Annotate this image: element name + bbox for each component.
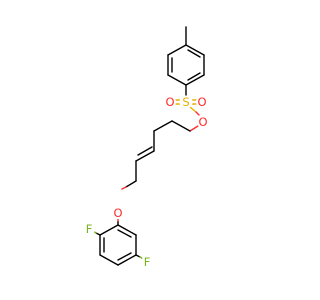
aryl-ring-bond <box>117 224 137 236</box>
aryl-ring-bond <box>117 254 137 266</box>
ch2-o-bond <box>121 186 127 190</box>
oxygen-atom: O <box>165 95 174 109</box>
tolyl-ring-bond <box>185 44 205 56</box>
trans-double-bond-inner <box>137 146 153 156</box>
aryl-inner-double-bond <box>117 229 132 238</box>
aryl-inner-double-bond <box>117 252 132 261</box>
sulfur-atom: S <box>182 95 189 109</box>
s-o-ester-bond <box>189 106 197 113</box>
chain-bond <box>125 180 137 188</box>
o-ester-bond <box>195 111 200 116</box>
tolyl-inner-double-bond <box>187 49 201 58</box>
chain-bond <box>171 120 191 132</box>
chain-bond <box>153 120 173 132</box>
aryl-ring-bond <box>99 254 119 266</box>
aryl-ring-bond <box>99 224 119 236</box>
oxygen-atom: O <box>113 206 122 220</box>
tolyl-ring-bond <box>185 74 205 86</box>
c-f-bond-ortho <box>95 232 101 236</box>
oxygen-atom: O <box>197 95 206 109</box>
difluorophenyl-group <box>92 218 144 266</box>
tolyl-group <box>167 26 205 100</box>
atom-labels: S O O O O F F <box>83 95 209 269</box>
alkenyl-chain <box>121 120 199 190</box>
fluorine-atom: F <box>144 255 151 269</box>
molecule-structure: S O O O O F F <box>83 26 209 269</box>
o-ch2-bond <box>189 125 199 132</box>
tolyl-ring-bond <box>167 74 187 86</box>
oxygen-atom: O <box>198 115 207 129</box>
trans-double-bond <box>135 150 155 162</box>
fluorine-atom: F <box>86 222 93 236</box>
tolyl-ring-bond <box>167 44 187 56</box>
tolyl-inner-double-bond <box>187 72 201 81</box>
c-f-bond-meta <box>135 254 141 258</box>
